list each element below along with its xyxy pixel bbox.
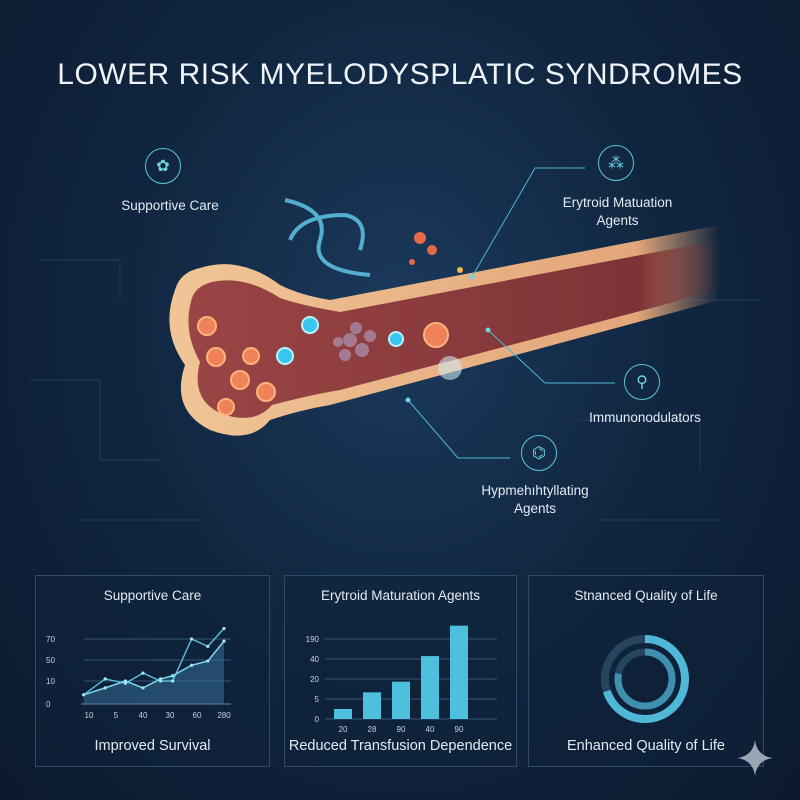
data-point [158, 677, 163, 681]
sparkle-icon [737, 740, 773, 776]
inner-ring-arc [614, 648, 676, 710]
y-tick-label: 5 [315, 695, 320, 704]
x-tick-label: 280 [217, 711, 231, 720]
x-tick-label: 90 [397, 725, 406, 734]
y-tick-label: 190 [306, 635, 320, 644]
callout-supportive-care: ✿ [145, 148, 181, 184]
x-tick-label: 28 [368, 725, 377, 734]
x-tick-label: 40 [139, 711, 148, 720]
panel-quality-of-life: Stnanced Quality of Life Enhanced Qualit… [528, 575, 764, 767]
x-tick-label: 20 [339, 725, 348, 734]
y-tick-label: 50 [46, 656, 55, 665]
data-point [222, 639, 226, 643]
x-tick-label: 60 [193, 711, 202, 720]
bar [363, 692, 381, 719]
panel-caption: Improved Survival [94, 738, 211, 754]
cell-cluster [333, 322, 376, 361]
panel-caption: Reduced Transfusion Dependence [288, 738, 513, 754]
data-point [103, 686, 107, 690]
stem-cells [276, 316, 404, 365]
dna-helix [284, 198, 371, 277]
data-point [206, 644, 210, 648]
panel-supportive-care: Supportive Care 0 10 50 70 10 5 40 30 60 280 Impr… [35, 575, 270, 767]
y-tick-label: 0 [46, 700, 51, 709]
y-tick-label: 20 [310, 675, 319, 684]
x-tick-label: 5 [114, 711, 119, 720]
bar [450, 625, 468, 719]
donut-chart [601, 635, 689, 723]
network-icon: ⌬ [521, 435, 557, 471]
callout-hypomethylating: ⌬ [521, 435, 557, 471]
panel-title: Erytroid Maturation Agents [320, 588, 481, 603]
molecules [409, 232, 463, 273]
panel-erytroid: Erytroid Maturation Agents 0 5 20 40 190 20 28… [284, 575, 517, 767]
cells-icon: ✿ [145, 148, 181, 184]
bar [334, 709, 352, 719]
y-tick-label: 70 [46, 635, 55, 644]
data-point [82, 693, 86, 697]
y-tick-label: 40 [310, 655, 319, 664]
data-point [190, 663, 194, 667]
callout-label: Hypmehıhtyllating Agents [481, 483, 589, 516]
panel-caption: Enhanced Quality of Life [567, 738, 725, 754]
data-point [103, 677, 107, 681]
data-point [171, 674, 175, 678]
callout-label: Erytroid Matuation Agents [562, 195, 673, 228]
connector-lines [407, 167, 615, 459]
y-tick-label: 0 [315, 715, 320, 724]
panel-title: Stnanced Quality of Life [574, 588, 718, 603]
data-point [123, 681, 128, 685]
bar [392, 681, 410, 719]
marrow [188, 240, 720, 418]
data-point [222, 626, 226, 631]
page-title: LOWER RISK MYELODYSPLATIC SYNDROMES [57, 58, 743, 91]
x-tick-label: 10 [85, 711, 94, 720]
bar [421, 656, 439, 719]
bar-chart: 0 5 20 40 190 20 28 90 40 90 [306, 625, 497, 734]
panel-title: Supportive Care [103, 588, 202, 603]
data-point [123, 679, 128, 683]
data-point [171, 679, 175, 683]
line-chart: 0 10 50 70 10 5 40 30 60 280 [46, 626, 231, 720]
callout-label: Supportive Care [121, 198, 219, 213]
data-point [190, 637, 194, 641]
x-tick-label: 90 [455, 725, 464, 734]
callout-immunomodulators: ⚲ [624, 364, 660, 400]
molecules-icon: ⁂ [598, 145, 634, 181]
data-point [206, 659, 210, 663]
area-fill [83, 641, 224, 704]
data-point [141, 671, 145, 675]
y-tick-label: 10 [46, 677, 55, 686]
x-tick-label: 40 [426, 725, 435, 734]
data-point [141, 686, 145, 690]
x-tick-label: 30 [166, 711, 175, 720]
red-cells [197, 316, 449, 416]
callout-label: Immunonodulators [589, 410, 701, 425]
flask-icon: ⚲ [624, 364, 660, 400]
outer-ring-arc [601, 635, 689, 723]
callout-erytroid: ⁂ [598, 145, 634, 181]
